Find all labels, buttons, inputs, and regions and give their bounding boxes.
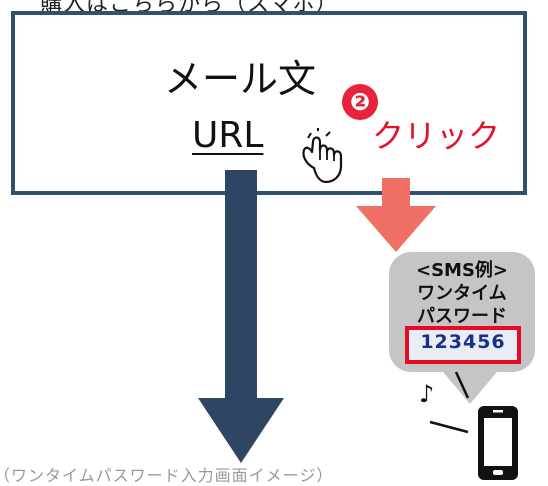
- sms-line-1: ワンタイム: [417, 283, 507, 304]
- pink-down-arrow: [356, 178, 436, 252]
- dark-down-arrow: [198, 170, 284, 463]
- url-link[interactable]: URL: [192, 115, 264, 156]
- step-number-badge: ❷: [342, 84, 378, 120]
- sms-header: <SMS例>: [415, 260, 508, 281]
- otp-code: 123456: [420, 331, 506, 353]
- click-label: クリック: [372, 117, 501, 155]
- sms-line-2: パスワード: [417, 306, 507, 327]
- smartphone-icon: [478, 406, 518, 480]
- otp-highlight-box: [405, 326, 521, 364]
- sms-bubble-tail: [438, 366, 502, 404]
- vibration-lines: [429, 371, 470, 434]
- bottom-caption: （ワンタイムパスワード入力画面イメージ）: [0, 466, 334, 485]
- music-note-icon: ♪: [419, 380, 435, 408]
- mail-box: [11, 11, 527, 195]
- pointing-hand-icon: [302, 128, 343, 184]
- mail-body-label: メール文: [163, 57, 316, 101]
